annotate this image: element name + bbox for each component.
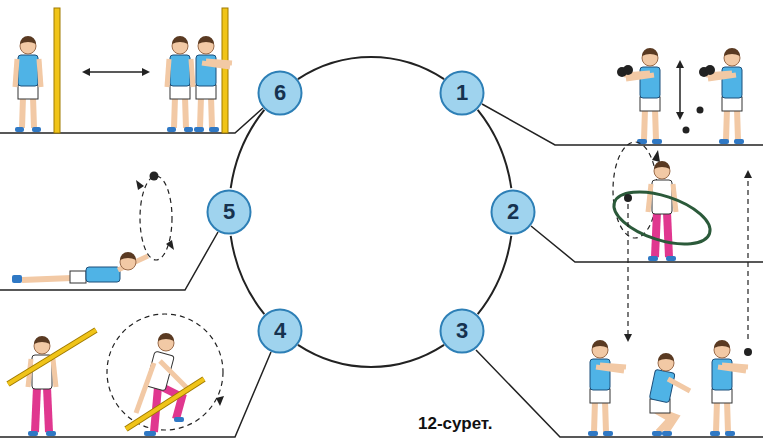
circle-arc: [298, 345, 444, 367]
circle-arc: [298, 57, 444, 79]
step-number: 3: [456, 320, 468, 342]
step-number: 1: [456, 82, 468, 104]
circle-arc: [231, 110, 265, 188]
number-circle: 2: [490, 189, 536, 235]
circle-arc: [478, 236, 512, 314]
step-number: 2: [507, 201, 519, 223]
number-circle: 1: [439, 70, 485, 116]
figure-caption: 12-сурет.: [415, 414, 495, 434]
step-number: 5: [223, 201, 235, 223]
number-circle: 5: [206, 189, 252, 235]
circle-arc: [478, 110, 512, 188]
number-circle: 6: [257, 70, 303, 116]
circle-arc: [231, 236, 265, 314]
step-number: 4: [274, 320, 286, 342]
step-number: 6: [274, 82, 286, 104]
number-circle: 4: [257, 308, 303, 354]
number-circle: 3: [439, 308, 485, 354]
